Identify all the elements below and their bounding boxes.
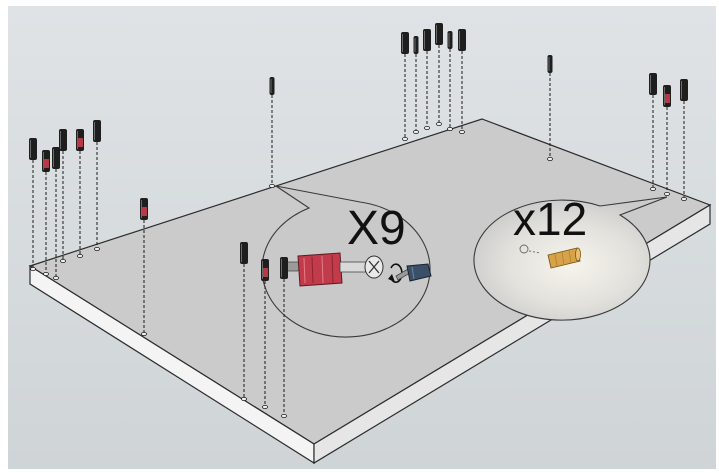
screwdriver-icon [395,263,432,282]
drill-hole [269,183,275,188]
dowel-icon [547,247,581,269]
drill-hole [413,129,419,134]
fastener-post [240,242,248,401]
cam-bolt-icon [282,252,384,287]
cam-band [77,138,83,147]
drill-hole [281,413,287,418]
drill-hole [77,253,83,258]
cam-band [141,207,147,216]
drill-hole [436,122,442,127]
cam-band [43,159,49,168]
drill-hole [447,127,453,132]
cam-lock-callout-bubble [261,185,431,338]
fastener-post [29,138,37,271]
fastener-post [140,198,148,336]
post-body [447,31,453,49]
drill-hole [424,126,430,131]
dowel-hole-icon [519,244,541,254]
drill-hole [30,266,36,271]
post-body [547,55,553,73]
drill-hole [650,186,656,191]
drill-hole [241,396,247,401]
fastener-post [52,147,60,280]
fastener-post [280,257,288,418]
drill-hole [402,136,408,141]
post-body [269,77,275,95]
dowel-quantity-label: x12 [513,193,588,245]
drill-hole [681,196,687,201]
drill-hole [664,191,670,196]
drill-hole [141,331,147,336]
drill-hole [459,129,465,134]
drill-hole [43,271,49,276]
fastener-post [680,79,688,201]
rotate-arrow-icon [388,263,403,283]
fastener-post [261,259,269,409]
fastener-post [458,29,466,134]
drill-hole [547,156,553,161]
fastener-post [423,29,431,131]
drill-hole [60,258,66,263]
fastener-post [413,36,419,134]
fastener-posts [29,23,688,418]
cam-band [262,268,268,277]
fastener-post [76,129,84,258]
fastener-post [93,120,101,251]
fastener-post [663,85,671,196]
fastener-post [547,55,553,161]
fastener-post [269,77,275,188]
fastener-post [447,31,453,132]
drill-hole [94,246,100,251]
cam-lock-quantity-label: X9 [347,202,406,255]
fastener-post [649,73,657,191]
fastener-post [435,23,443,127]
fastener-post [401,32,409,141]
cam-band [664,94,670,103]
cam-lock-callout [261,185,431,338]
post-body [413,36,419,54]
fastener-post [42,150,50,276]
drill-hole [53,275,59,280]
fastener-post [59,129,67,263]
drill-hole [262,404,268,409]
